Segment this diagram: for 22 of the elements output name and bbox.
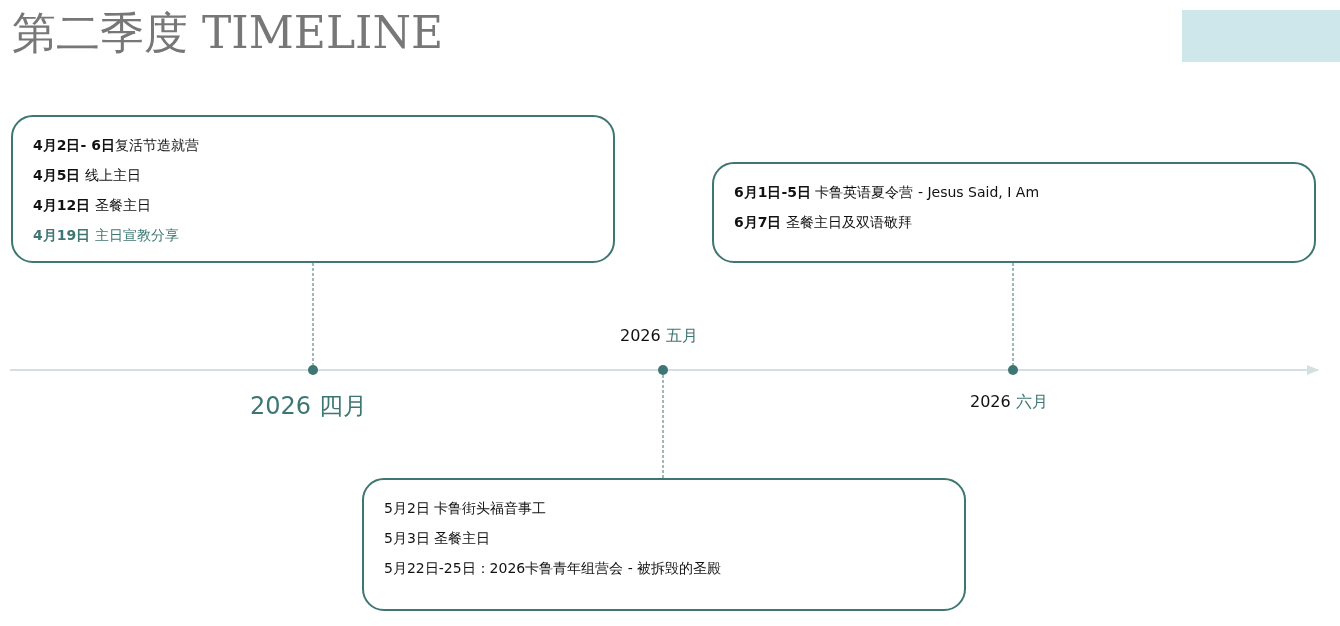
event-text: 4月19日 主日宣教分享 [33,227,179,245]
event-text: 5月22日-25日：2026卡鲁青年组营会 - 被拆毁的圣殿 [384,560,722,578]
month-label: 2026 五月 [620,326,698,347]
month-label: 2026 六月 [970,392,1048,413]
event-box [362,478,966,611]
month-label: 2026 四月 [250,391,367,422]
event-text: 4月2日- 6日复活节造就营 [33,137,199,155]
event-text: 5月3日 圣餐主日 [384,530,491,548]
event-box [712,162,1316,263]
title-text: 第二季度 TIMELINE [12,6,444,60]
event-box [11,115,615,263]
timeline-dot [308,365,318,375]
leader-line [312,262,314,366]
event-text: 4月12日 圣餐主日 [33,197,151,215]
timeline-dot [1008,365,1018,375]
leader-line [1012,262,1014,366]
event-text: 4月5日 线上主日 [33,167,141,185]
timeline-dot [658,365,668,375]
leader-line [662,374,664,479]
event-text: 5月2日 卡鲁街头福音事工 [384,500,547,518]
event-text: 6月1日-5日 卡鲁英语夏令营 - Jesus Said, I Am [734,184,1040,202]
event-text: 6月7日 圣餐主日及双语敬拜 [734,214,912,232]
